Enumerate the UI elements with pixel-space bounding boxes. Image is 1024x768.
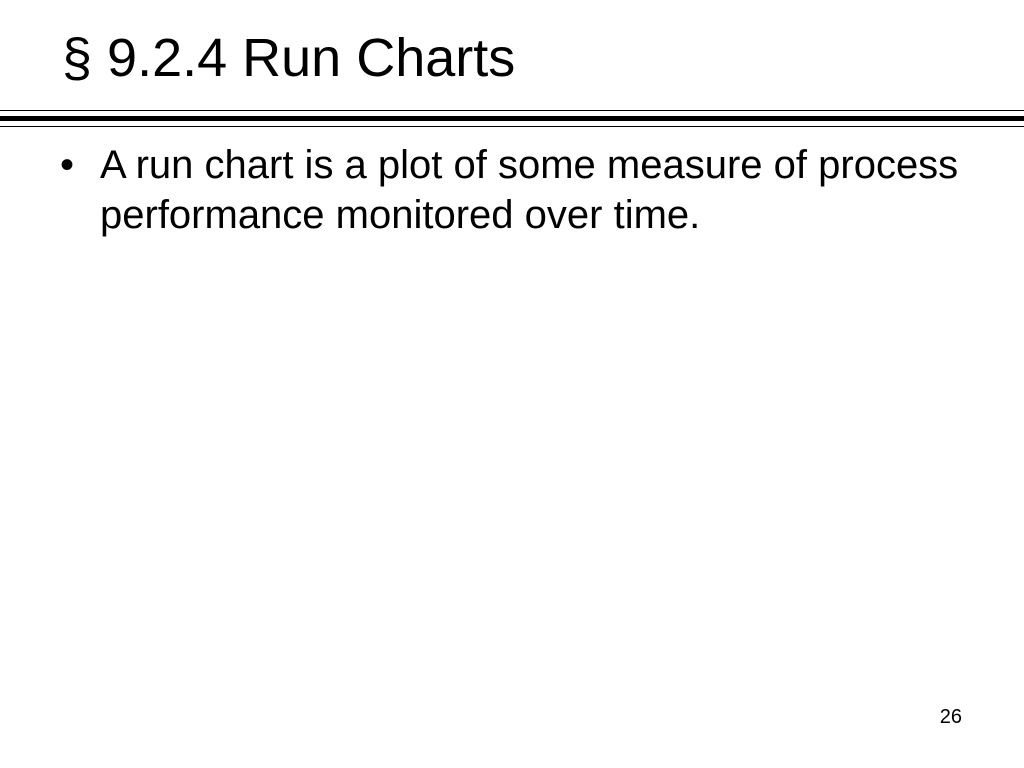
slide-number: 26 bbox=[939, 706, 962, 728]
title-divider-thick-line bbox=[0, 116, 1024, 121]
bullet-text: A run chart is a plot of some measure of… bbox=[100, 143, 959, 237]
title-divider-top-line bbox=[0, 110, 1024, 111]
bullet-marker-icon: • bbox=[60, 143, 75, 187]
slide-title: § 9.2.4 Run Charts bbox=[62, 28, 516, 88]
title-divider-bottom-line bbox=[0, 126, 1024, 127]
bullet-item: • A run chart is a plot of some measure … bbox=[60, 140, 980, 240]
bullet-list: • A run chart is a plot of some measure … bbox=[60, 140, 980, 240]
